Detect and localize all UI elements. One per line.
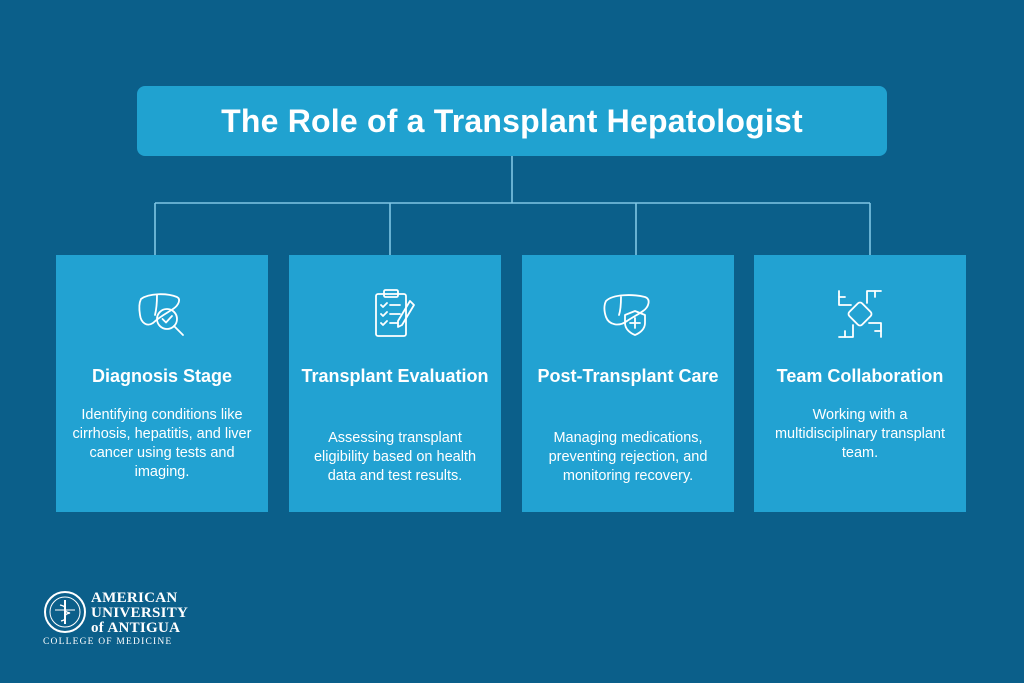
logo-line-american: AMERICAN	[91, 590, 178, 606]
hands-collaboration-icon	[754, 285, 966, 343]
logo-line-university: UNIVERSITY	[91, 605, 189, 621]
card-heading: Diagnosis Stage	[91, 366, 233, 386]
seal-icon	[44, 591, 86, 633]
liver-shield-icon	[522, 285, 734, 343]
card-diagnosis-stage: Diagnosis Stage Identifying conditions l…	[56, 255, 268, 512]
card-description: Assessing transplant eligibility based o…	[313, 430, 477, 484]
logo-line-antigua: of ANTIGUA	[91, 620, 181, 636]
title-banner: The Role of a Transplant Hepatologist	[137, 86, 887, 156]
card-description: Managing medications, preventing rejecti…	[548, 430, 708, 484]
university-logo: AMERICAN UNIVERSITY of ANTIGUA COLLEGE O…	[43, 590, 203, 650]
card-transplant-evaluation: Transplant Evaluation Assessing transpla…	[289, 255, 501, 512]
card-heading: Transplant Evaluation	[301, 366, 489, 386]
logo-line-college: COLLEGE OF MEDICINE	[43, 637, 173, 647]
page-title: The Role of a Transplant Hepatologist	[221, 102, 803, 139]
card-team-collaboration: Team Collaboration Working with a multid…	[754, 255, 966, 512]
card-heading: Post-Transplant Care	[537, 366, 719, 386]
card-description: Identifying conditions like cirrhosis, h…	[72, 407, 252, 480]
card-post-transplant-care: Post-Transplant Care Managing medication…	[522, 255, 734, 512]
clipboard-checklist-icon	[289, 285, 501, 343]
card-description: Working with a multidisciplinary transpl…	[774, 407, 946, 461]
liver-search-icon	[56, 285, 268, 343]
card-heading: Team Collaboration	[776, 366, 944, 386]
